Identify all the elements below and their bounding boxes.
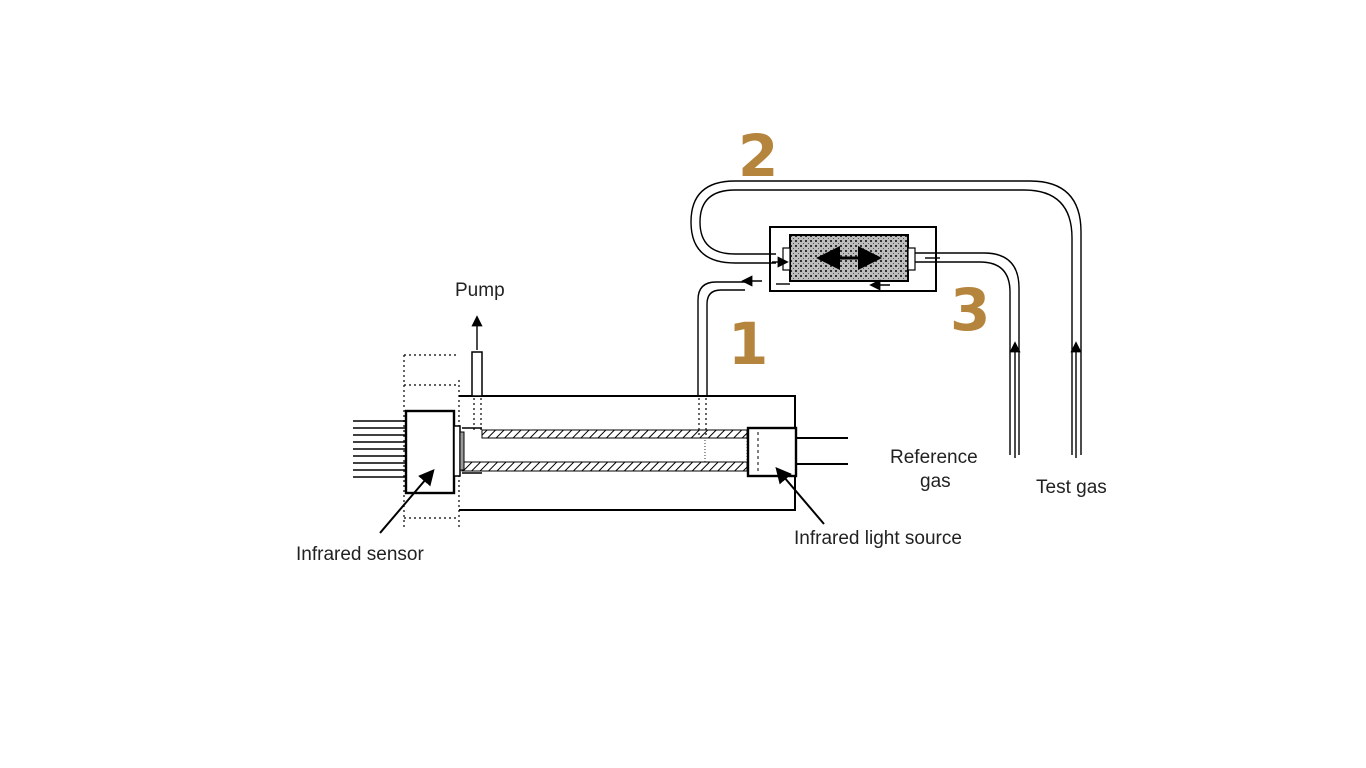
infrared-light-source-label: Infrared light source <box>794 528 962 549</box>
callout-1: 1 <box>728 310 768 378</box>
pump-port <box>471 315 483 430</box>
infrared-light-source <box>746 426 848 478</box>
callout-2: 2 <box>738 122 778 190</box>
infrared-sensor <box>353 409 465 495</box>
reference-gas-label-line2: gas <box>920 471 951 492</box>
tube-1 <box>697 275 762 436</box>
pump-label: Pump <box>455 280 505 301</box>
test-gas-label: Test gas <box>1036 477 1107 498</box>
infrared-sensor-label: Infrared sensor <box>296 544 424 565</box>
reference-gas-label-line1: Reference <box>890 447 978 468</box>
filter-cell <box>769 226 937 292</box>
callout-3: 3 <box>950 276 990 344</box>
sensor-pointer <box>379 468 435 534</box>
tube-3 <box>915 252 1021 458</box>
light-source-pointer <box>775 466 825 525</box>
tube-2 <box>690 180 1082 458</box>
